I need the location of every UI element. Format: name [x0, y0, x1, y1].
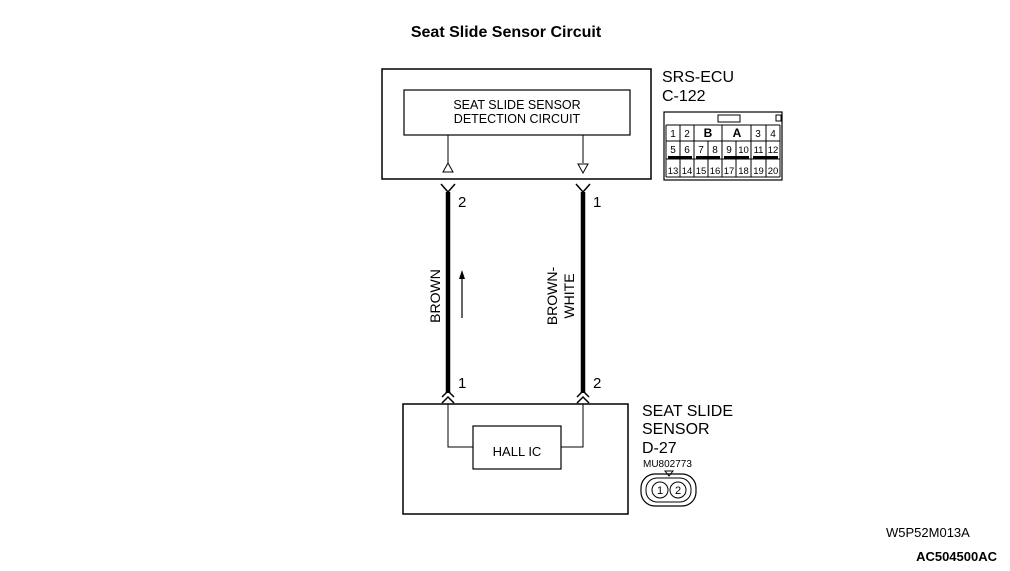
wire-color-left: BROWN [427, 269, 443, 323]
sensor-pin-right: 2 [593, 375, 601, 392]
sensor-box [402, 403, 629, 515]
detection-circuit-label-line1: SEAT SLIDE SENSOR [453, 98, 580, 112]
hall-ic-box [472, 425, 562, 470]
sensor-pin-label: 1 [657, 485, 663, 497]
ecu-connector-face-icon [663, 111, 783, 181]
ecu-pin-label: 7 [698, 145, 704, 156]
ecu-box [381, 68, 652, 180]
ecu-pin-label: 10 [738, 145, 749, 156]
ecu-pin-label: 4 [770, 129, 776, 140]
figure-code: AC504500AC [916, 549, 998, 564]
ecu-terminal-right-icon [575, 183, 591, 194]
ecu-pin-label: 1 [670, 129, 676, 140]
sensor-terminal-left-icon [441, 389, 455, 404]
ecu-pin-label: 14 [682, 166, 693, 177]
ecu-pin-label: 13 [668, 166, 679, 177]
ecu-pin-left: 2 [458, 194, 466, 211]
ecu-pin-label: 19 [753, 166, 764, 177]
ecu-pin-label: 12 [768, 145, 779, 156]
sensor-part-number: MU802773 [643, 459, 692, 470]
ecu-pin-label: 5 [670, 145, 676, 156]
sensor-pin-left: 1 [458, 375, 466, 392]
sensor-terminal-right-icon [576, 389, 590, 404]
ecu-pin-right: 1 [593, 194, 601, 211]
sensor-connector-id: D-27 [642, 440, 677, 457]
sensor-internal-line-left [447, 404, 473, 448]
detection-circuit-box [403, 89, 631, 136]
ecu-pin-label: 17 [724, 166, 735, 177]
drawing-code: W5P52M013A [886, 525, 970, 540]
ecu-pin-label: 16 [710, 166, 721, 177]
input-triangle-icon [442, 161, 454, 173]
ecu-pin-label: 2 [684, 129, 690, 140]
ecu-pin-label: A [733, 126, 742, 140]
ecu-terminal-left-icon [440, 183, 456, 194]
ecu-name: SRS-ECU [662, 69, 734, 86]
ecu-pin-label: 20 [768, 166, 779, 177]
hall-ic-label: HALL IC [493, 444, 542, 459]
wire-color-right-line1: BROWN- [544, 267, 560, 326]
ecu-pin-label: 15 [696, 166, 707, 177]
output-triangle-icon [577, 163, 589, 175]
signal-direction-arrow-icon [459, 270, 465, 318]
ecu-connector-id: C-122 [662, 88, 706, 105]
detection-circuit-label-line2: DETECTION CIRCUIT [454, 112, 581, 126]
wire-color-right-line2: WHITE [561, 273, 577, 318]
ecu-pin-label: 18 [738, 166, 749, 177]
sensor-pin-label: 2 [675, 485, 681, 497]
sensor-internal-line-right [561, 404, 584, 448]
sensor-name-line2: SENSOR [642, 421, 710, 438]
ecu-pin-label: 6 [684, 145, 690, 156]
ecu-pin-label: 3 [755, 129, 761, 140]
ecu-pin-label: 9 [726, 145, 732, 156]
sensor-connector-face-icon [640, 470, 697, 507]
ecu-pin-label: 11 [754, 145, 764, 156]
ecu-pin-label: 8 [712, 145, 718, 156]
sensor-name-line1: SEAT SLIDE [642, 403, 733, 420]
diagram-title: Seat Slide Sensor Circuit [411, 24, 602, 41]
ecu-pin-label: B [704, 126, 713, 140]
